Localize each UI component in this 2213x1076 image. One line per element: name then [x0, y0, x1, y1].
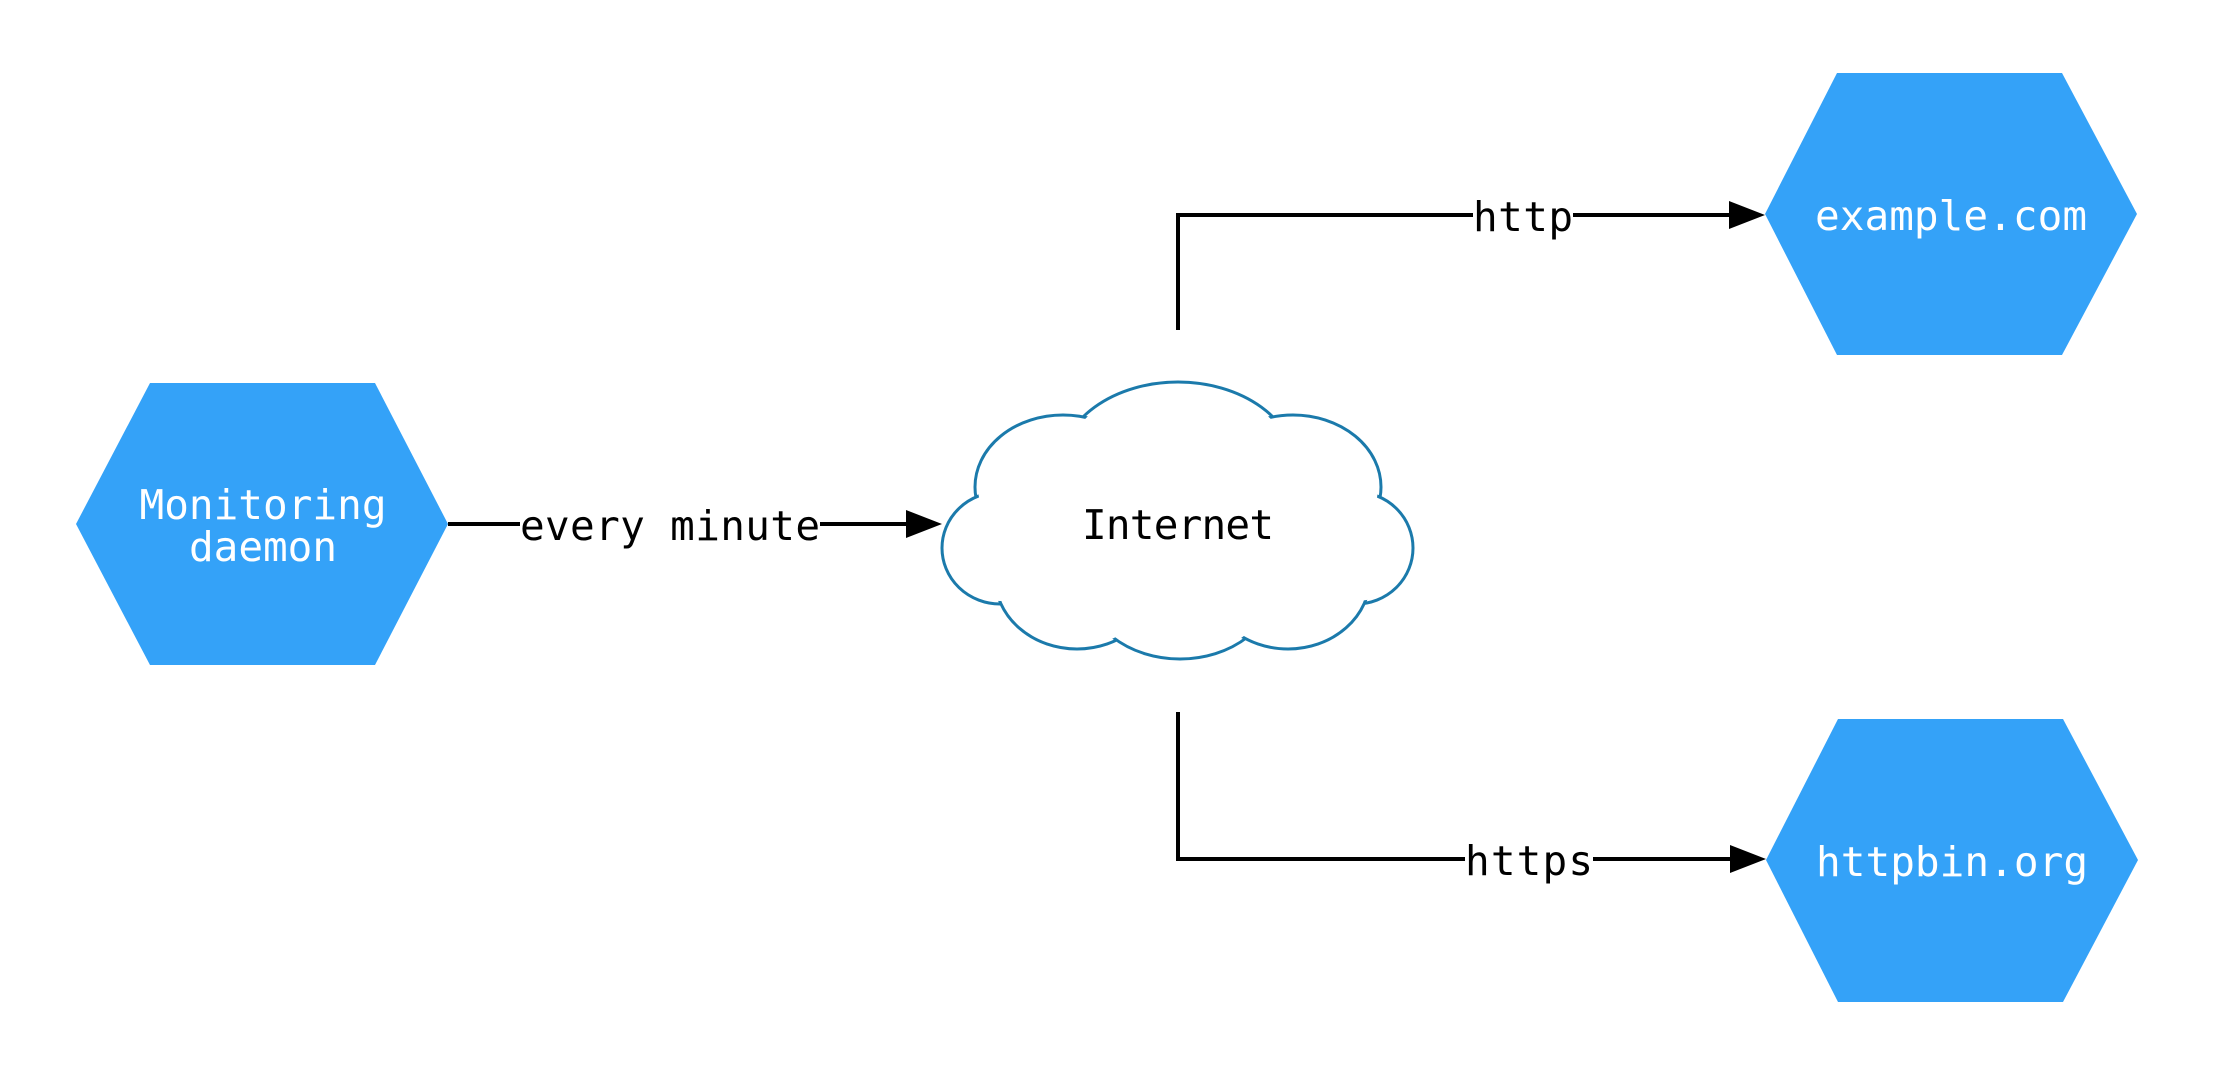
arrowhead-icon — [906, 510, 942, 538]
node-example-com: example.com — [1765, 73, 2137, 355]
hexagon-shape — [1766, 719, 2138, 1002]
edge-label-background — [520, 500, 820, 548]
node-label-httpbin-org: httpbin.org — [1816, 838, 2088, 886]
node-httpbin-org: httpbin.org — [1766, 719, 2138, 1002]
edge-label-https: https — [1465, 837, 1593, 885]
node-monitoring-daemon: Monitoring daemon — [76, 383, 448, 665]
edge-internet-to-example: http — [1176, 191, 1765, 330]
edge-label-every-minute: every minute — [520, 502, 820, 550]
edge-line — [1176, 213, 1733, 330]
hexagon-shape — [1765, 73, 2137, 355]
node-label-line2: daemon — [189, 523, 337, 571]
edge-line — [1176, 712, 1734, 861]
edge-internet-to-httpbin: https — [1176, 712, 1766, 885]
edge-label-background — [1465, 835, 1593, 883]
arrowhead-icon — [1729, 201, 1765, 229]
node-label-internet: Internet — [1082, 501, 1274, 549]
node-internet-cloud: Internet — [940, 380, 1415, 661]
edge-label-background — [1473, 191, 1573, 239]
hexagon-shape — [76, 383, 448, 665]
edge-daemon-to-internet: every minute — [448, 500, 942, 550]
node-label-example-com: example.com — [1815, 192, 2087, 240]
arrowhead-icon — [1730, 845, 1766, 873]
cloud-shape-fill — [945, 385, 1410, 656]
node-label-line1: Monitoring — [140, 481, 387, 529]
edge-label-http: http — [1473, 193, 1573, 241]
